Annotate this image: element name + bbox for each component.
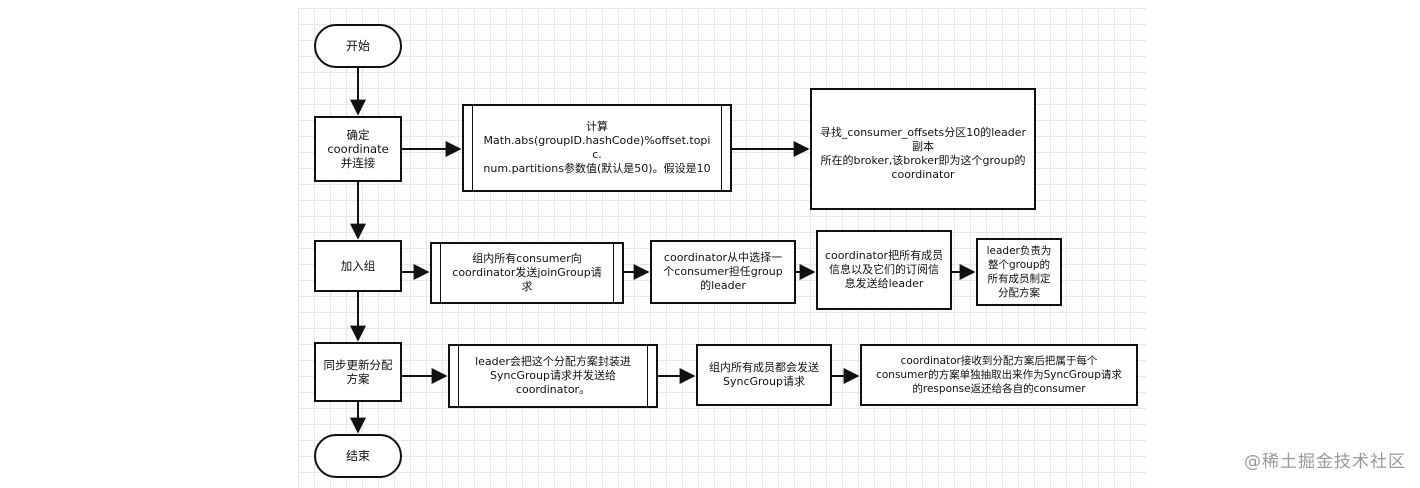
end-terminal: 结束 [314,434,402,478]
compute-partition-subprocess: 计算 Math.abs(groupID.hashCode)%offset.top… [462,104,732,192]
step-join-group: 加入组 [314,240,402,292]
leader-assignment-box: leader负责为 整个group的 所有成员制定 分配方案 [976,238,1062,306]
compute-partition-text: 计算 Math.abs(groupID.hashCode)%offset.top… [483,120,711,175]
members-sync-box: 组内所有成员都会发送 SyncGroup请求 [696,344,832,406]
find-coordinator-box: 寻找_consumer_offsets分区10的leader副本 所在的brok… [810,88,1036,210]
leader-sync-text: leader会把这个分配方案封装进 SyncGroup请求并发送给 coordi… [475,355,631,396]
step-determine-coordinate: 确定 coordinate 并连接 [314,116,402,182]
join-request-subprocess: 组内所有consumer向 coordinator发送joinGroup请 求 [430,242,624,304]
coordinator-response-box: coordinator接收到分配方案后把属于每个 consumer的方案单独抽取… [860,344,1138,406]
join-request-text: 组内所有consumer向 coordinator发送joinGroup请 求 [452,252,602,293]
step-sync-assignment: 同步更新分配 方案 [314,342,402,402]
leader-sync-subprocess: leader会把这个分配方案封装进 SyncGroup请求并发送给 coordi… [448,344,658,408]
choose-leader-box: coordinator从中选择一 个consumer担任group 的leade… [650,240,796,304]
start-terminal: 开始 [314,24,402,68]
watermark: @稀土掘金技术社区 [1244,452,1406,472]
send-member-info-box: coordinator把所有成员 信息以及它们的订阅信 息发送给leader [816,230,952,310]
